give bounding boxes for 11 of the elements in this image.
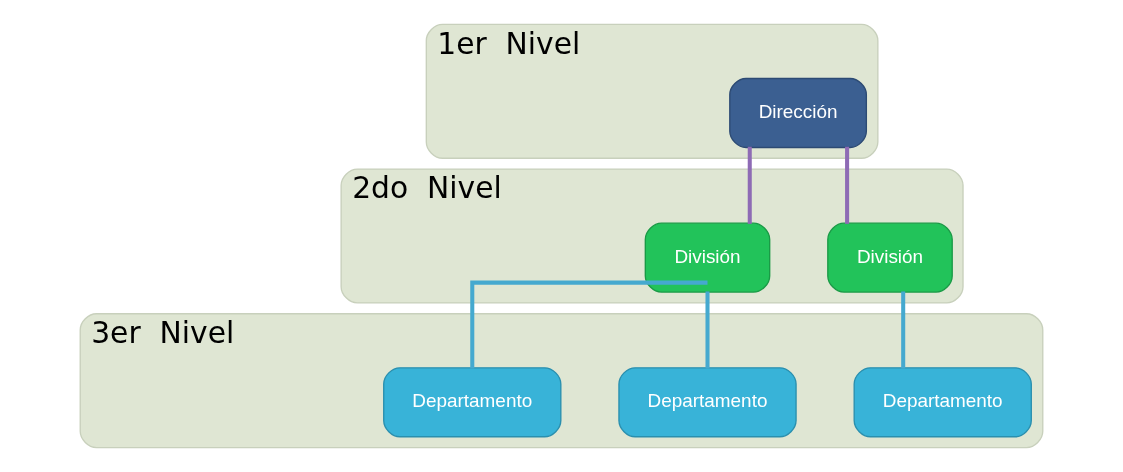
node-box: División bbox=[827, 222, 953, 293]
node-box: Departamento bbox=[383, 367, 562, 438]
connector bbox=[705, 291, 710, 369]
connector bbox=[845, 146, 850, 224]
node-box: Dirección bbox=[729, 77, 868, 149]
connector bbox=[470, 280, 708, 369]
connector bbox=[747, 146, 752, 224]
connector bbox=[901, 291, 906, 369]
node-box: Departamento bbox=[853, 367, 1032, 438]
node-box: División bbox=[644, 222, 771, 293]
node-box: Departamento bbox=[618, 367, 797, 438]
